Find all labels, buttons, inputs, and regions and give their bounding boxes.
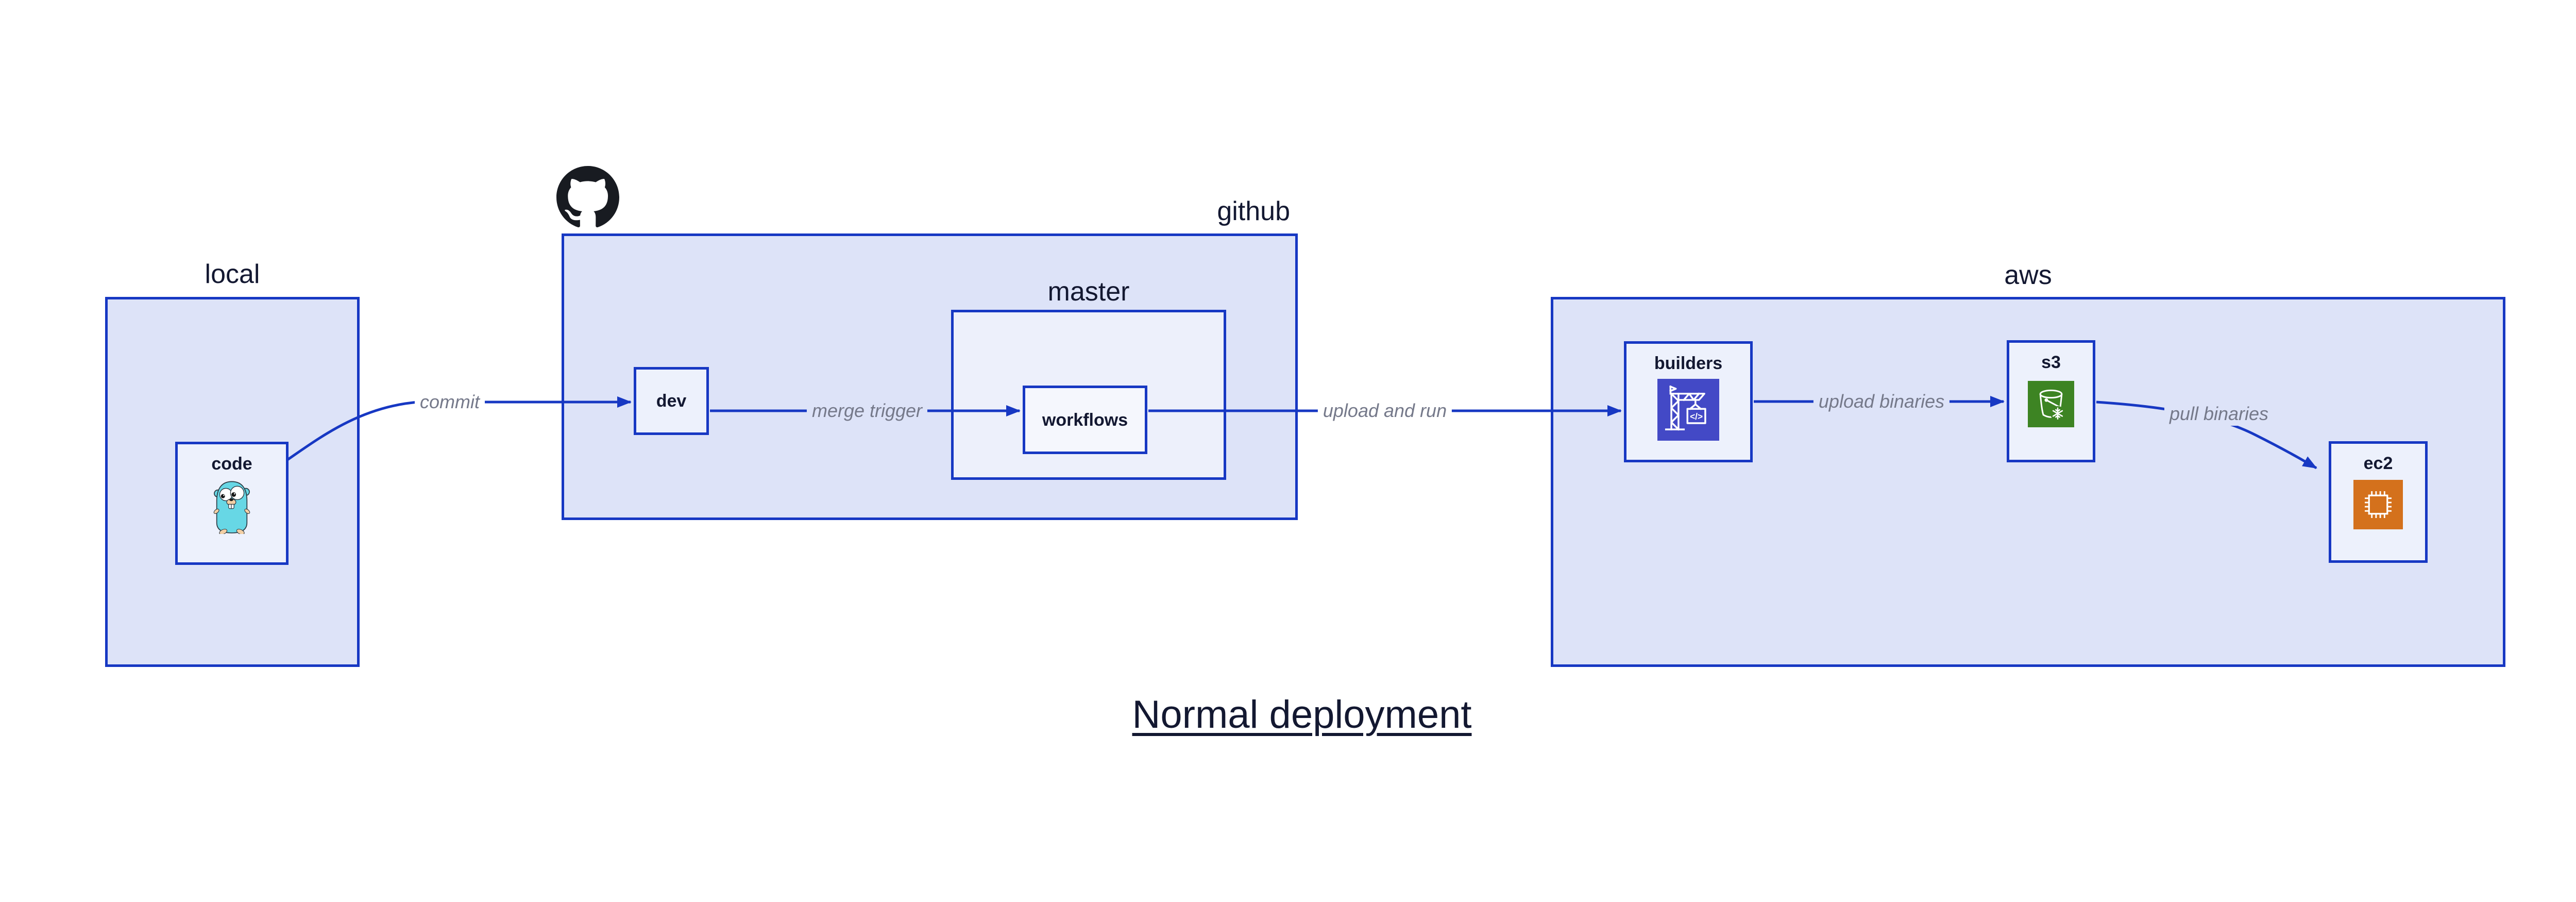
codebuild-crane-icon: </> (1657, 379, 1719, 441)
github-octocat-logo (556, 166, 619, 227)
node-workflows: workflows (1023, 386, 1147, 454)
node-s3: s3 (2007, 340, 2095, 462)
pull-binaries-arrow (2096, 400, 2317, 470)
group-master-label: master (1047, 277, 1130, 307)
node-ec2: ec2 (2329, 441, 2428, 563)
group-aws-label: aws (2004, 260, 2052, 290)
pull-binaries-edge-label: pull binaries (2164, 402, 2274, 426)
commit-edge-label: commit (415, 390, 485, 414)
node-s3-label: s3 (2041, 353, 2061, 372)
group-local-label: local (205, 259, 260, 289)
ec2-chip-icon (2353, 480, 2403, 529)
codebuild-code-glyph: </> (1690, 411, 1703, 422)
node-workflows-label: workflows (1042, 410, 1128, 430)
s3-glacier-bucket-icon (2028, 381, 2074, 427)
node-ec2-label: ec2 (2363, 454, 2393, 473)
go-gopher-icon (213, 481, 250, 534)
node-code: code (175, 442, 289, 565)
node-code-label: code (211, 454, 252, 474)
diagram-title: Normal deployment (1132, 693, 1472, 737)
node-builders: builders </> (1624, 341, 1753, 462)
group-github-label: github (1217, 196, 1290, 226)
commit-arrow (286, 396, 632, 461)
node-dev-label: dev (656, 391, 687, 411)
upload-binaries-edge-label: upload binaries (1813, 390, 1950, 413)
node-dev: dev (634, 367, 709, 435)
upload-and-run-edge-label: upload and run (1317, 399, 1452, 423)
merge-trigger-edge-label: merge trigger (806, 399, 928, 423)
node-builders-label: builders (1654, 354, 1723, 373)
